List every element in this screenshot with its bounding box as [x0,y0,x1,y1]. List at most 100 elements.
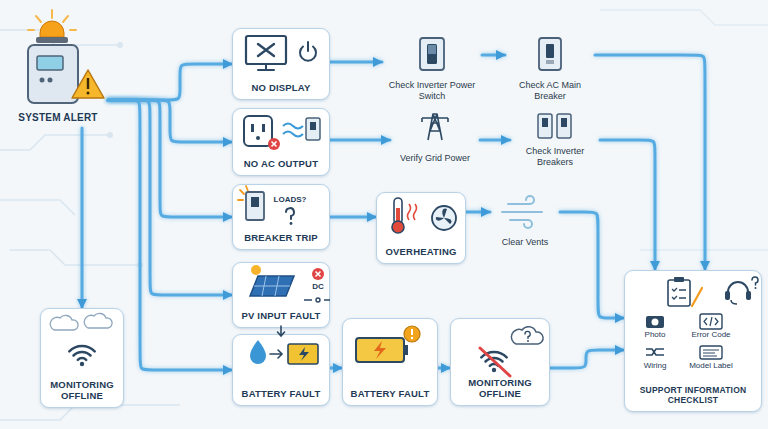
wifi-icon [481,352,506,366]
node-label: Check AC Main Breaker [508,80,592,101]
outlet-slot [251,124,254,132]
flow-connector [600,140,655,270]
outlet-icon [244,116,272,146]
node-label: BATTERY FAULT [242,389,321,400]
dc-symbol [304,299,330,301]
node-label: BATTERY FAULT [351,389,430,400]
flow-connector [108,100,232,295]
flow-connector [330,216,376,219]
breaker-slot [546,60,554,64]
breaker-lever [542,118,548,127]
wind-icon [502,196,542,228]
model-label-icon [700,346,722,359]
headset-ear [725,291,730,300]
flow-connector [560,212,624,318]
flow-connector [550,350,624,368]
offline-slash [480,348,510,376]
flow-connector [108,100,232,217]
question-symbol [286,208,294,219]
breaker-lever [561,118,567,127]
breaker-icon [557,114,571,138]
node-label: PV INPUT FAULT [241,311,320,322]
flow-connector [81,128,84,308]
wifi-dot [80,362,84,366]
circuit-trace [600,10,768,250]
node-label: Verify Grid Power [400,153,470,163]
breaker-icon [539,38,561,70]
flow-connector [438,367,450,370]
inverter-body [28,45,78,103]
fan-blades [436,208,452,224]
inverter-button [40,78,45,83]
node-label: SYSTEM ALERT [18,112,97,124]
breaker-icon [246,192,264,220]
flow-arrow [270,350,282,358]
water-drop [250,340,266,364]
action-step: Check AC Main Breaker [505,34,595,106]
circuit-pad [117,42,123,48]
monitor-cross [258,44,274,56]
headset-ear [746,291,751,300]
switch-icon [420,38,444,70]
fault-box: BATTERY FAULT [232,334,330,406]
code-icon [700,314,722,329]
node-label: NO DISPLAY [251,83,310,94]
node-label: MONITORING OFFLINE [454,378,546,400]
breaker-lever [251,197,259,207]
question-symbol [525,331,530,338]
headset-band [728,282,748,292]
cloud-icon [50,313,112,330]
thermometer-tube [394,198,402,224]
checklist-item: Wiring [615,362,695,371]
inverter-screen [37,56,63,70]
exclamation-mark [87,78,89,89]
ac-wave [283,124,303,137]
fault-box: MONITORING OFFLINE [40,308,124,408]
battery-terminal [404,345,408,355]
question-dot [755,287,757,289]
flow-connector [330,139,390,142]
fault-box: PV INPUT FAULT [232,262,330,328]
icon-caption: DC [278,283,358,292]
question-dot [527,340,529,342]
checklist-item: Photo [615,331,695,340]
flow-connector [466,211,490,214]
exclamation-dot [411,337,413,339]
solar-grid [254,276,290,296]
switch-rocker-top [428,45,436,54]
flow-connector [108,64,232,100]
monitor-stand [258,64,274,70]
flow-connector [108,100,232,370]
fault-badge [268,138,280,150]
flow-connector [108,100,232,142]
beacon-light [40,21,64,37]
pylon-icon [422,114,448,140]
wifi-icon [69,346,94,360]
outlet-ground [256,136,260,140]
bolt-icon [374,341,386,359]
dc-terminal [316,298,320,302]
flow-connector [595,55,705,270]
label-lines [703,350,719,356]
fault-box: BREAKER TRIP [232,184,330,250]
beacon-rays [28,10,76,30]
action-step: Verify Grid Power [390,110,480,168]
fault-box: NO AC OUTPUT [232,108,330,176]
spark-lines [238,186,248,200]
fault-box: NO DISPLAY [232,28,330,100]
exclamation-dot [87,92,90,95]
camera-lens [652,319,659,326]
wifi-dot [492,368,496,372]
action-step: Check Inverter Breakers [510,110,600,172]
node-label: MONITORING OFFLINE [44,380,120,402]
exclamation-mark [411,329,413,335]
checklist-lines [672,288,686,299]
switch-rocker [427,44,437,64]
node-label: Check Inverter Power Switch [385,80,479,101]
breaker-icon [306,118,320,140]
flow-arrow [278,326,285,336]
warning-badge [404,326,420,342]
code-brackets [704,317,718,326]
fault-cross [316,272,321,277]
